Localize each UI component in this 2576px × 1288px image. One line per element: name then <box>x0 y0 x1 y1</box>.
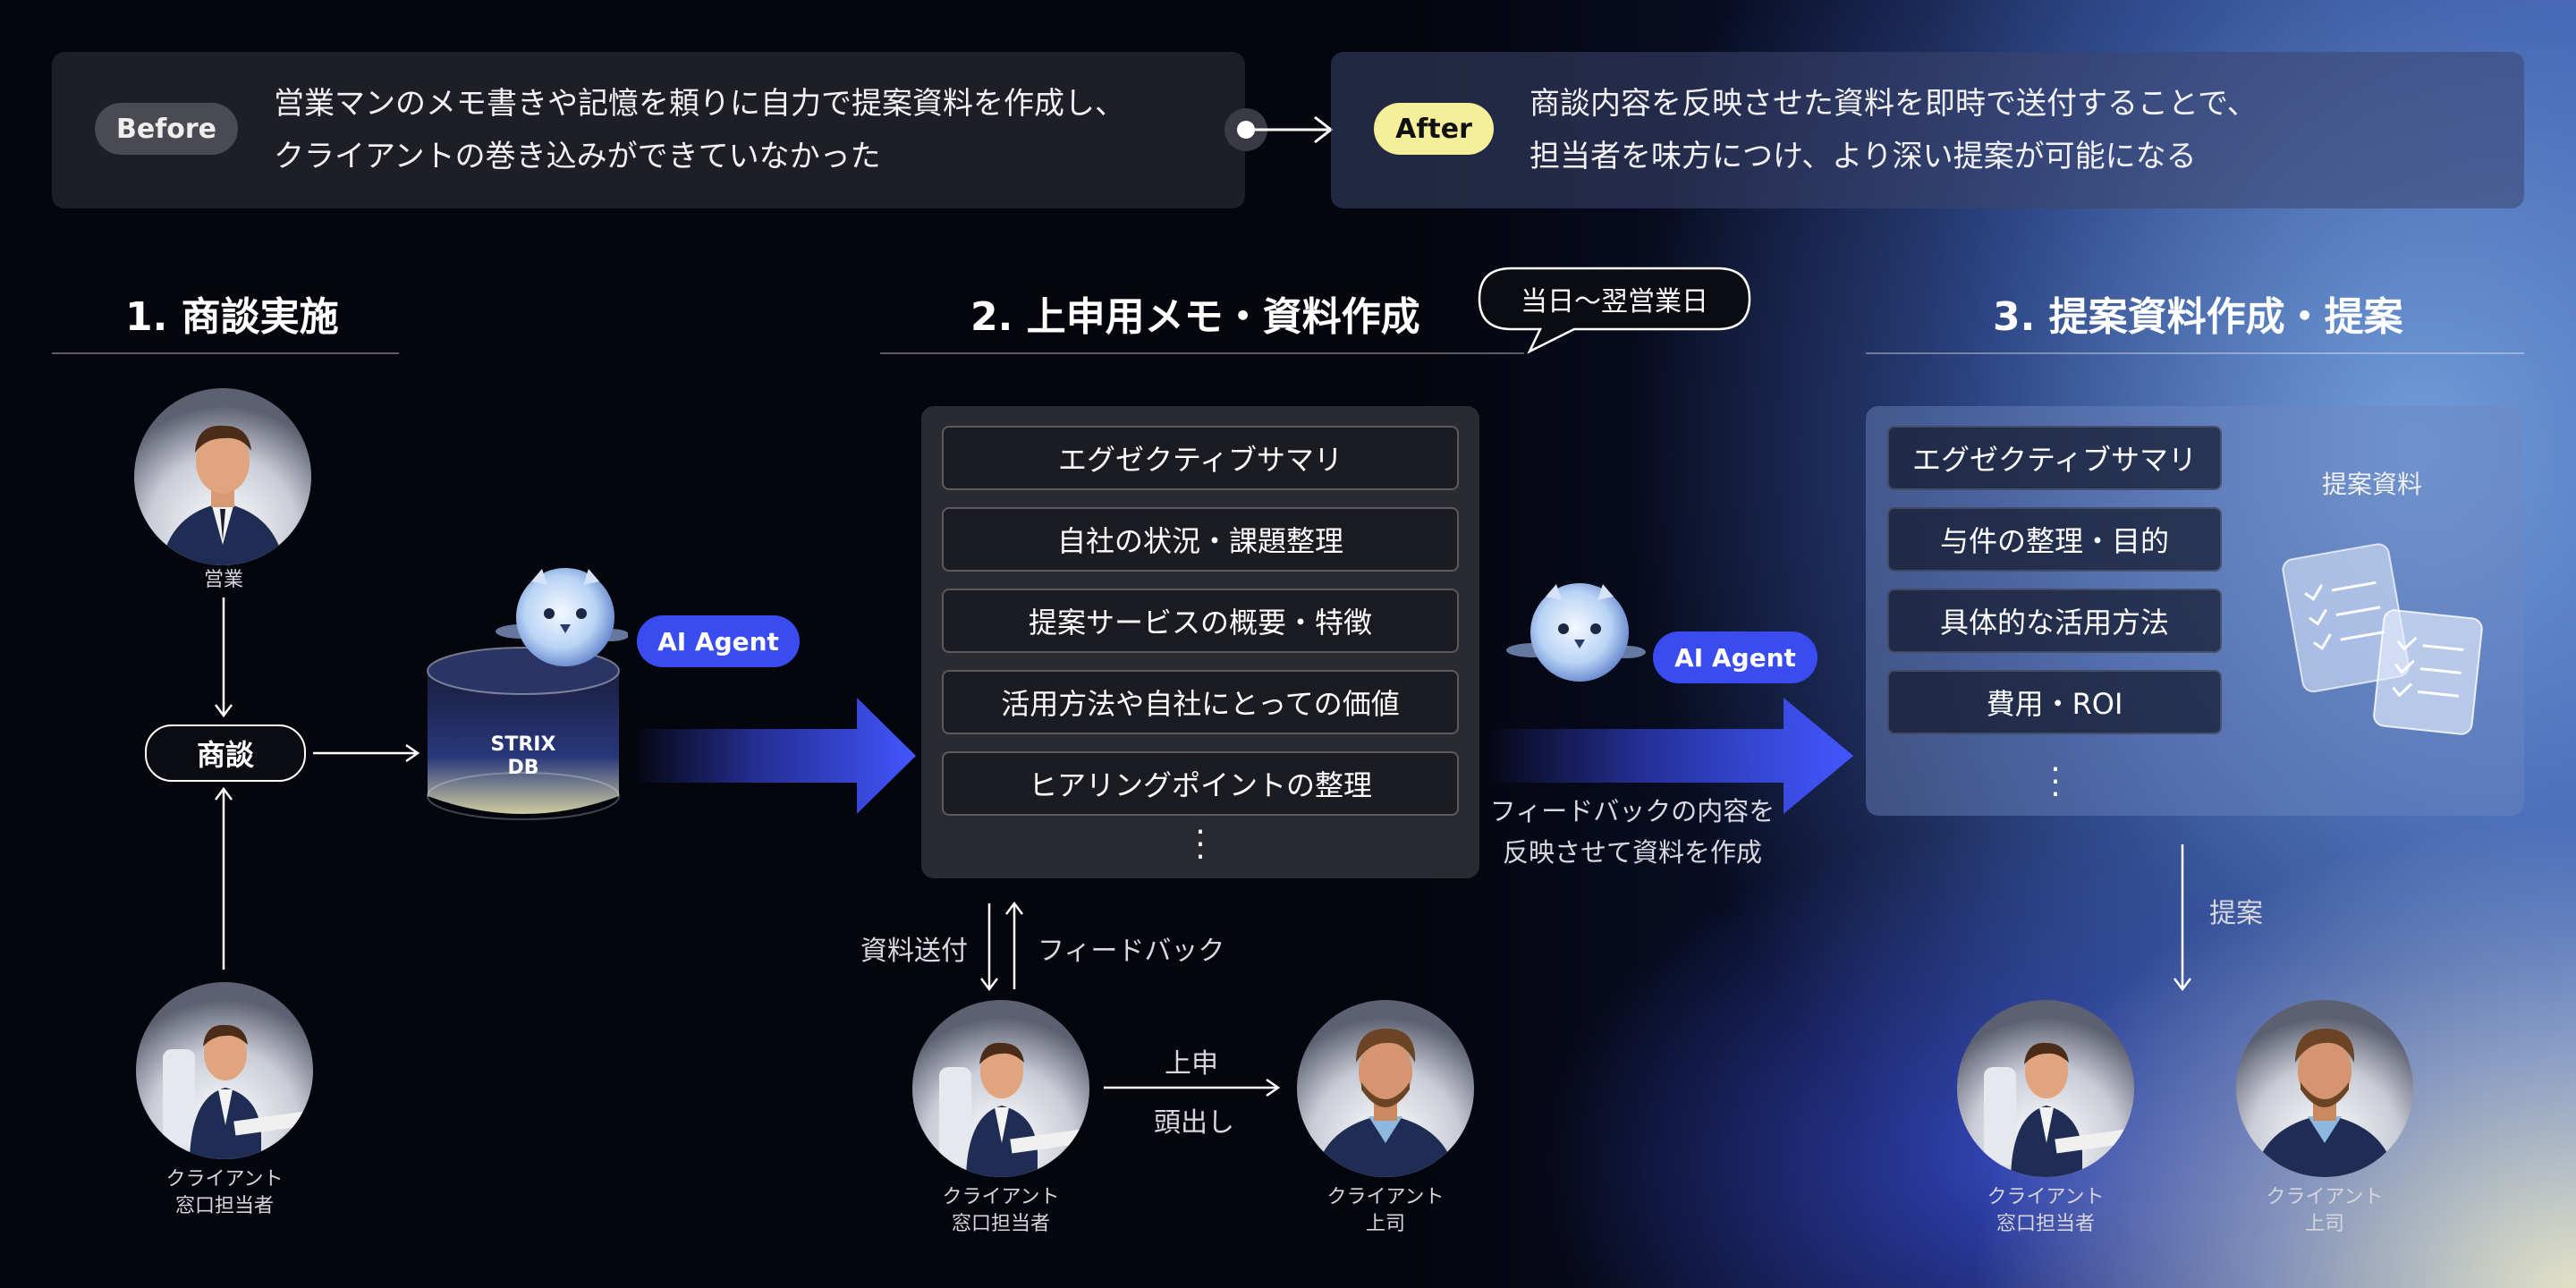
timing-bubble-shape <box>1478 267 1751 354</box>
boss-caption-line-2: 上司 <box>1365 1213 1405 1235</box>
step2-item: エグゼクティブサマリ <box>942 426 1459 490</box>
proposal-doc-label: 提案資料 <box>2322 470 2423 499</box>
boss-caption-line-1: クライアント <box>1326 1186 1445 1208</box>
feedback-label: フィードバック <box>1038 936 1225 967</box>
step1-title: 1. 商談実施 <box>125 294 339 340</box>
agent2-note: フィードバックの内容を 反映させて資料を作成 <box>1476 791 1789 873</box>
step3-item: エグゼクティブサマリ <box>1887 426 2222 490</box>
before-badge: Before <box>95 103 238 155</box>
client-caption-line-1: クライアント <box>942 1186 1060 1208</box>
boss-caption-line-2: 上司 <box>2304 1213 2344 1235</box>
db-label-line-2: DB <box>507 757 539 779</box>
propose-label: 提案 <box>2209 898 2263 929</box>
before-after-arrow <box>1224 108 1334 151</box>
client-contact-avatar-step3 <box>1957 1000 2134 1177</box>
client-contact-caption-step2: クライアント 窓口担当者 <box>912 1184 1089 1238</box>
client-contact-caption-step1: クライアント 窓口担当者 <box>136 1166 313 1220</box>
step3-item: 具体的な活用方法 <box>1887 589 2222 653</box>
client-to-meeting-arrow <box>215 786 233 970</box>
escalate-arrow <box>1104 1078 1281 1097</box>
ai-agent-badge-1: AI Agent <box>637 615 800 667</box>
step2-more-dots: ··· <box>1195 814 1206 876</box>
step2-item: 提案サービスの概要・特徴 <box>942 589 1459 653</box>
owl-mascot-icon-2 <box>1506 583 1646 682</box>
agent2-note-line-1: フィードバックの内容を <box>1489 796 1775 826</box>
escalate-label: 上申 <box>1165 1048 1218 1080</box>
client-contact-caption-step3: クライアント 窓口担当者 <box>1957 1184 2134 1238</box>
agent2-note-line-2: 反映させて資料を作成 <box>1502 837 1762 868</box>
headsup-label: 頭出し <box>1154 1107 1234 1139</box>
step2-item: 自社の状況・課題整理 <box>942 507 1459 572</box>
step1-underline <box>52 352 399 354</box>
sales-caption: 営業 <box>203 569 243 591</box>
boss-caption-line-1: クライアント <box>2266 1186 2384 1208</box>
step2-item: 活用方法や自社にとっての価値 <box>942 670 1459 734</box>
step3-more-dots: ··· <box>2050 751 2061 813</box>
db-label: STRIX DB <box>420 733 626 780</box>
flow-arrow-2 <box>1488 698 1853 814</box>
client-caption-line-2: 窓口担当者 <box>1996 1213 2095 1235</box>
meeting-node: 商談 <box>145 724 306 782</box>
client-boss-caption-step2: クライアント 上司 <box>1297 1184 1474 1238</box>
sales-to-meeting-arrow <box>215 597 233 718</box>
client-contact-avatar-step1 <box>136 982 313 1159</box>
step2-title: 2. 上申用メモ・資料作成 <box>970 294 1420 340</box>
client-boss-avatar-step2 <box>1297 1000 1474 1177</box>
after-text-line-2: 担当者を味方につけ、より深い提案が可能になる <box>1530 139 2197 174</box>
before-text-line-1: 営業マンのメモ書きや記憶を頼りに自力で提案資料を作成し、 <box>274 86 1125 122</box>
flow-arrow-1 <box>633 698 916 814</box>
ai-agent-badge-2: AI Agent <box>1653 631 1818 683</box>
client-caption-line-2: 窓口担当者 <box>951 1213 1050 1235</box>
step3-item: 与件の整理・目的 <box>1887 507 2222 572</box>
step2-item: ヒアリングポイントの整理 <box>942 751 1459 816</box>
client-caption-line-1: クライアント <box>1987 1186 2105 1208</box>
meeting-to-db-arrow <box>313 743 420 763</box>
send-label: 資料送付 <box>860 936 968 967</box>
client-contact-avatar-step2 <box>912 1000 1089 1177</box>
timing-bubble-text: 当日〜翌営業日 <box>1521 286 1708 318</box>
before-text-line-2: クライアントの巻き込みができていなかった <box>274 139 881 174</box>
step2-underline <box>880 352 1524 354</box>
sales-avatar <box>134 388 311 565</box>
step3-title: 3. 提案資料作成・提案 <box>1993 294 2403 340</box>
propose-arrow <box>2174 844 2191 992</box>
client-boss-caption-step3: クライアント 上司 <box>2236 1184 2413 1238</box>
client-caption-line-2: 窓口担当者 <box>174 1195 274 1217</box>
client-caption-line-1: クライアント <box>165 1168 284 1191</box>
db-label-line-1: STRIX <box>490 733 556 756</box>
step3-underline <box>1866 352 2524 354</box>
send-feedback-arrows <box>980 902 1023 991</box>
owl-mascot-icon <box>496 568 628 666</box>
step3-item: 費用・ROI <box>1887 670 2222 734</box>
after-badge: After <box>1374 103 1494 155</box>
before-panel: Before 営業マンのメモ書きや記憶を頼りに自力で提案資料を作成し、 クライア… <box>52 52 1245 208</box>
document-stack-icon <box>2282 543 2483 735</box>
client-boss-avatar-step3 <box>2236 1000 2413 1177</box>
after-panel: After 商談内容を反映させた資料を即時で送付することで、 担当者を味方につけ… <box>1331 52 2524 208</box>
after-text-line-1: 商談内容を反映させた資料を即時で送付することで、 <box>1530 86 2258 122</box>
